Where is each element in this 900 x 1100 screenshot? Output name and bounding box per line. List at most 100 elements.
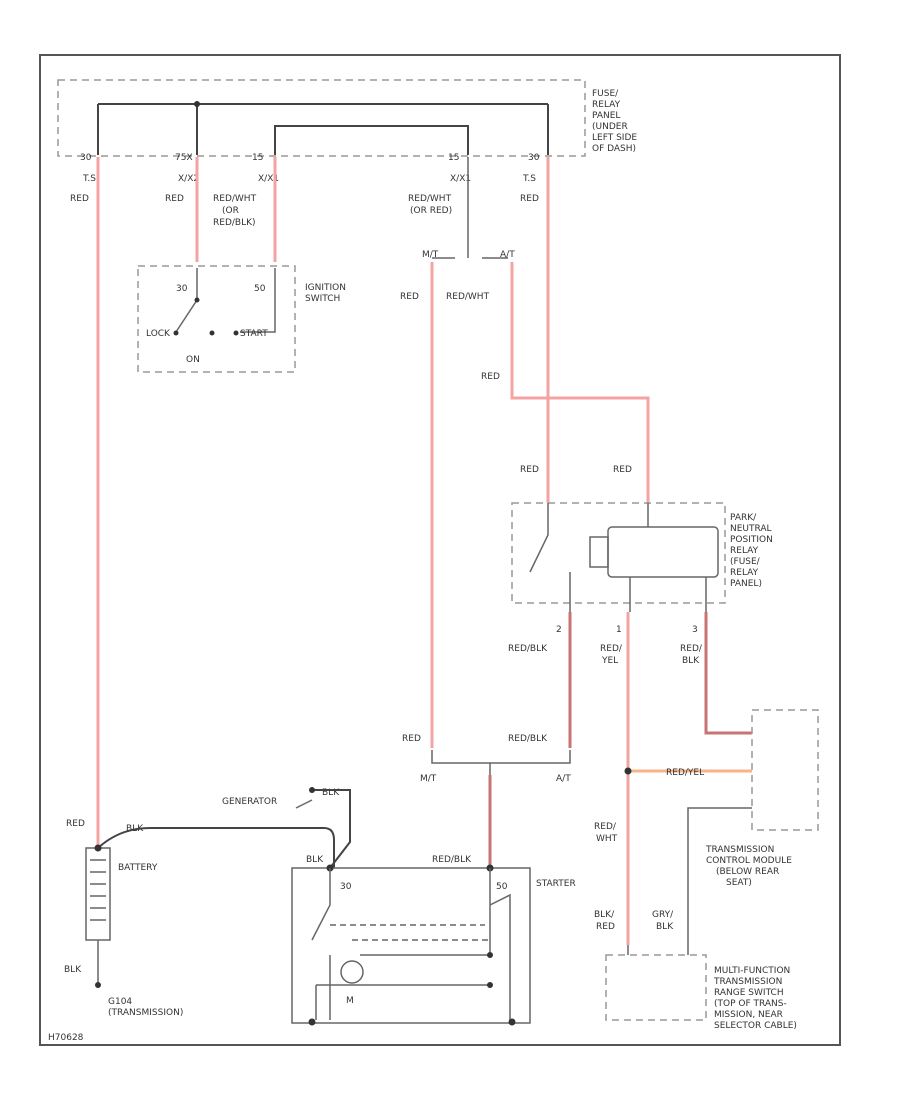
pin-label: 15 <box>252 153 263 163</box>
ign-contact <box>233 330 239 336</box>
ign-position: START <box>240 329 268 339</box>
tcm-label: TRANSMISSION CONTROL MODULE (BELOW REAR … <box>705 845 795 888</box>
ign-position: ON <box>186 355 200 365</box>
ign-pivot <box>194 297 200 303</box>
starter-ground <box>508 1018 516 1026</box>
generator-leader <box>295 799 313 809</box>
splice-dot <box>624 767 632 775</box>
starter-motor <box>340 960 364 984</box>
starter-box <box>291 867 531 1024</box>
ign-contact <box>173 330 179 336</box>
ign-terminal: 50 <box>254 284 266 294</box>
wire-label: RED <box>402 734 421 744</box>
wire-label: RED <box>66 819 85 829</box>
starter-terminal-label: 30 <box>340 882 352 892</box>
ignition-contact <box>175 268 276 333</box>
ignition-switch-label: IGNITION SWITCH <box>305 283 349 304</box>
wire-label: RED <box>520 194 539 204</box>
pin-label: 1 <box>616 625 622 635</box>
relay-contact <box>529 503 649 612</box>
wire-label: RED <box>400 292 419 302</box>
wire-label: RED <box>70 194 89 204</box>
wire-label: GRY/ BLK <box>652 910 676 932</box>
wire-label: RED/ YEL <box>600 644 625 666</box>
wire-label: RED/WHT <box>446 292 490 302</box>
terminal-label: X/X1 <box>450 174 471 184</box>
starter-ground <box>308 1018 316 1026</box>
starter-terminal-label: 50 <box>496 882 508 892</box>
mt-label: M/T <box>422 250 439 260</box>
wire-label: RED <box>613 465 632 475</box>
tcm-box <box>751 709 819 831</box>
terminal-label: T.S <box>82 174 96 184</box>
wire-label: RED/ WHT <box>594 822 619 844</box>
wire-label: BLK <box>322 788 340 798</box>
ign-position: LOCK <box>146 329 171 339</box>
fuse-panel-label: FUSE/ RELAY PANEL (UNDER LEFT SIDE OF DA… <box>592 89 640 154</box>
ignition-switch-box <box>137 265 296 373</box>
wire-blk-battery-cable <box>97 827 335 868</box>
battery-label: BATTERY <box>118 863 158 873</box>
selector-bottom <box>431 750 571 775</box>
wire-label: RED/ BLK <box>680 644 705 666</box>
splice-dot <box>309 787 315 793</box>
multifunction-switch-box <box>605 954 707 1021</box>
battery-terminal <box>94 844 102 852</box>
wire-label: RED/BLK <box>432 855 472 865</box>
terminal-label: T.S <box>522 174 536 184</box>
generator-label: GENERATOR <box>222 797 277 807</box>
wire-label: RED/WHT (OR RED/BLK) <box>213 194 259 228</box>
wire-blk-generator <box>312 789 351 869</box>
terminal-label: X/X1 <box>258 174 279 184</box>
battery-body <box>85 847 111 941</box>
starter-label: STARTER <box>536 879 576 889</box>
wire-label: RED/BLK <box>508 644 548 654</box>
wire-redwht-at <box>510 262 650 503</box>
terminal-label: X/X2 <box>178 174 199 184</box>
wire-gryblk <box>687 807 752 955</box>
wire-label: RED <box>165 194 184 204</box>
wire-label: RED <box>481 372 500 382</box>
pin-label: 30 <box>80 153 92 163</box>
ign-contact <box>209 330 215 336</box>
mt-label: M/T <box>420 774 437 784</box>
battery-cells <box>90 859 106 921</box>
pn-relay-label: PARK/ NEUTRAL POSITION RELAY (FUSE/ RELA… <box>730 513 776 589</box>
fuse-bus-x1 <box>274 125 469 155</box>
wire-label: BLK <box>306 855 324 865</box>
starter-terminal-label: M <box>346 996 354 1006</box>
wire-label: BLK/ RED <box>594 910 617 932</box>
wire-redblk-tcm <box>704 612 752 735</box>
pin-label: 2 <box>556 625 562 635</box>
relay-coil <box>607 526 719 578</box>
relay-coil-end <box>589 536 609 568</box>
multifunction-switch-label: MULTI-FUNCTION TRANSMISSION RANGE SWITCH… <box>713 966 797 1031</box>
ign-terminal: 30 <box>176 284 188 294</box>
pn-relay-box <box>511 502 726 604</box>
starter-windings <box>315 868 511 1020</box>
at-label: A/T <box>556 774 571 784</box>
at-label: A/T <box>500 250 515 260</box>
relay-coil-leads <box>629 577 707 612</box>
pin-label: 15 <box>448 153 459 163</box>
starter-solenoid-contact <box>311 868 331 1020</box>
wire-label: RED <box>520 465 539 475</box>
fuse-bus-top <box>97 103 549 155</box>
splice-dot <box>194 101 200 107</box>
ground-point <box>95 982 101 988</box>
pin-label: 75X <box>175 153 193 163</box>
starter-plunger <box>330 924 490 941</box>
wire-label: RED/YEL <box>666 768 704 778</box>
starter-node <box>487 952 493 958</box>
wire-label: RED/WHT (OR RED) <box>408 194 454 216</box>
starter-node <box>487 982 493 988</box>
pin-label: 3 <box>692 625 698 635</box>
ground-label: G104 (TRANSMISSION) <box>108 997 183 1018</box>
selector-top <box>432 246 508 259</box>
fuse-relay-panel-box <box>57 79 586 157</box>
pin-label: 30 <box>528 153 540 163</box>
wire-label: BLK <box>64 965 82 975</box>
diagram-frame <box>39 54 841 1046</box>
figure-id: H70628 <box>48 1033 84 1043</box>
